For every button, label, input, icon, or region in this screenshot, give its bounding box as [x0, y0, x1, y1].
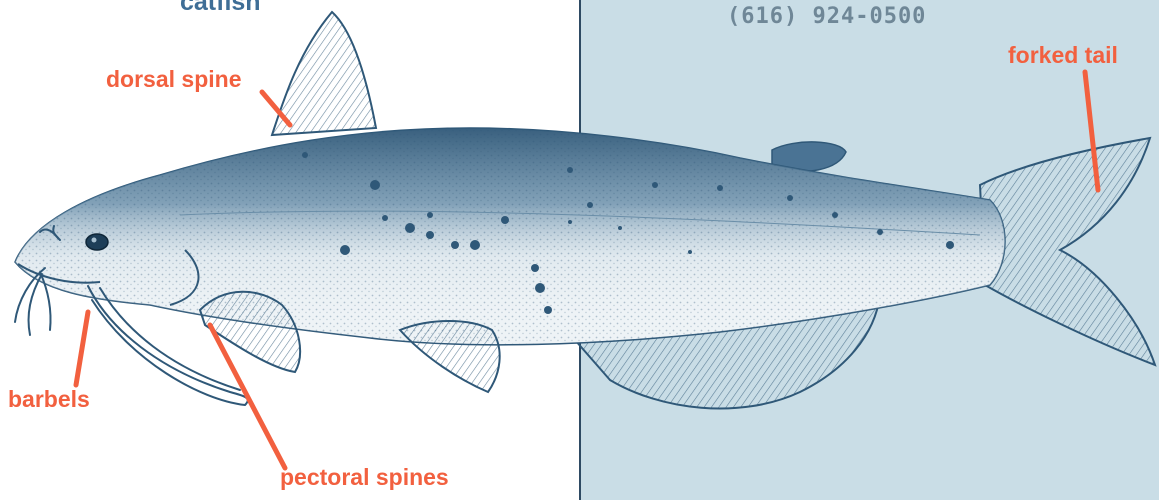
fish-eye [86, 234, 108, 250]
label-pectoral-spines: pectoral spines [280, 464, 449, 491]
label-dorsal-spine: dorsal spine [106, 66, 241, 93]
label-barbels: barbels [8, 386, 90, 413]
leader-barbels [76, 312, 88, 385]
pelvic-fin [400, 321, 500, 392]
label-forked-tail: forked tail [1008, 42, 1118, 69]
title-label: catfish [180, 0, 261, 17]
phone-number: (616) 924-0500 [727, 4, 926, 29]
dorsal-fin [272, 12, 376, 135]
